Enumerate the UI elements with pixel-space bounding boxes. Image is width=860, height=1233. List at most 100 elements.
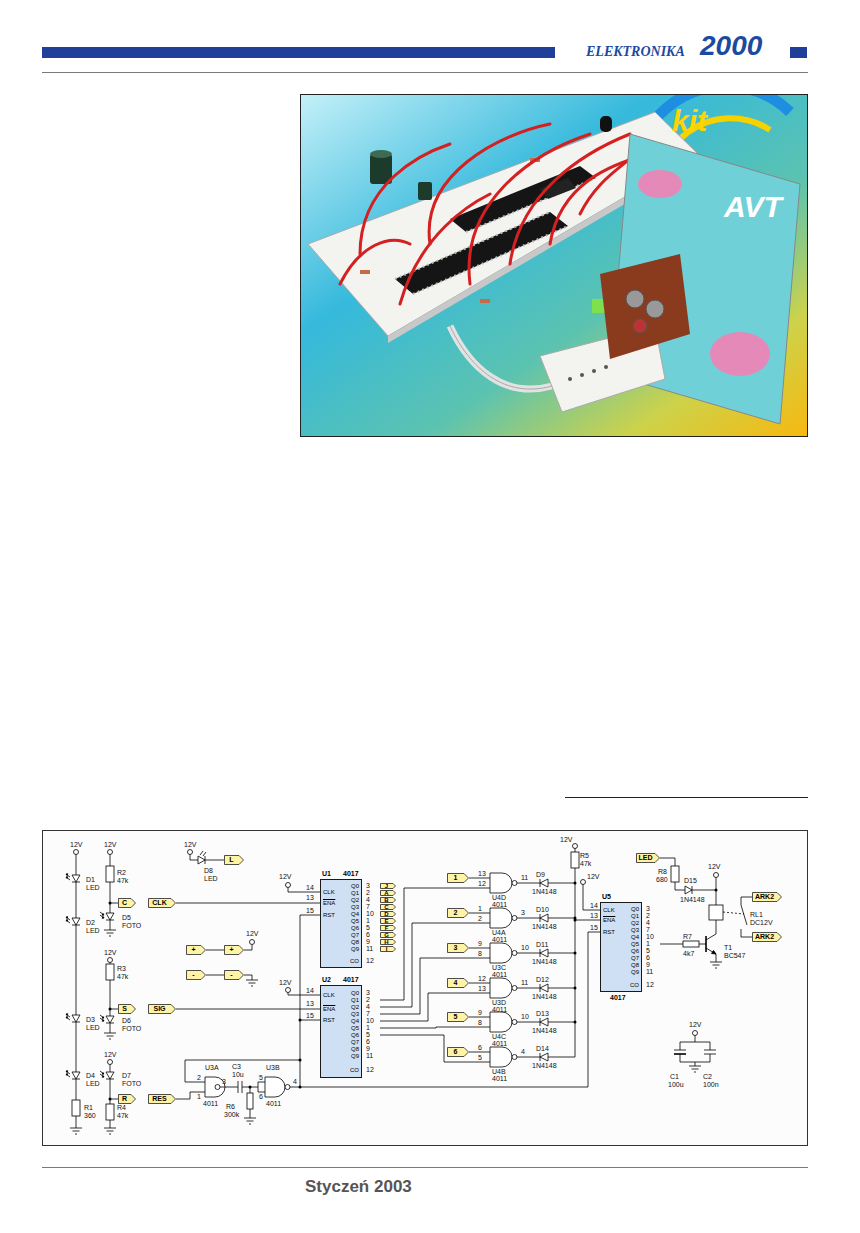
drawn-rect <box>600 116 612 132</box>
ic-package: U54017CLKENARSTQ0Q1Q2Q3Q4Q5Q6Q7Q8Q9CO <box>600 902 642 992</box>
drawn-circle <box>574 1021 577 1024</box>
drawn-circle <box>512 881 517 886</box>
part-label: BC547 <box>724 952 745 959</box>
drawn-polyline <box>706 920 716 940</box>
drawn-line <box>110 1023 111 1033</box>
part-label: 3 <box>366 882 370 889</box>
part-label: D7 <box>122 1072 131 1079</box>
drawn-line <box>548 883 575 884</box>
pin-name: Q7 <box>351 1039 359 1046</box>
tag-shape <box>448 909 469 918</box>
drawn-circle <box>574 882 577 885</box>
tag-shape <box>149 1095 176 1104</box>
drawn-use <box>66 874 80 882</box>
part-label: 5 <box>259 1074 263 1081</box>
tag-outline <box>118 1004 136 1014</box>
tag-text: E <box>384 918 388 924</box>
drawn-path <box>510 134 630 264</box>
drawn-use <box>100 912 114 920</box>
part-label: 4 <box>646 919 650 926</box>
signal-tag: 1 <box>447 873 469 883</box>
drawn-line <box>540 949 541 957</box>
tag-text: + <box>191 945 195 955</box>
tag-shape <box>225 946 244 955</box>
signal-tag: D <box>380 911 396 917</box>
part-label: 6 <box>646 954 650 961</box>
tag-shape <box>225 971 244 980</box>
drawn-path <box>429 124 550 244</box>
kit-photo <box>300 94 808 437</box>
part-label: LED <box>86 884 100 891</box>
part-label: 9 <box>366 1045 370 1052</box>
drawn-ellipse <box>638 170 682 198</box>
issue-date: Styczeń 2003 <box>305 1178 412 1195</box>
drawn-line <box>250 1109 251 1118</box>
header-rule <box>42 72 808 73</box>
part-label: D5 <box>122 914 131 921</box>
drawn-line <box>540 1018 541 1026</box>
drawn-circle <box>512 1055 517 1060</box>
tag-shape <box>381 891 396 896</box>
tag-outline <box>447 978 469 988</box>
drawn-circle <box>512 986 517 991</box>
signal-tag: - <box>186 970 206 980</box>
pin-name: Q3 <box>631 927 639 934</box>
part-label: 3 <box>521 909 525 916</box>
drawn-circle <box>574 987 577 990</box>
drawn-path <box>490 978 512 998</box>
tag-outline <box>447 1047 469 1057</box>
tag-text: - <box>192 970 194 980</box>
part-label: 10 <box>646 933 654 940</box>
drawn-polygon <box>712 951 717 955</box>
tag-text: 5 <box>454 1012 458 1022</box>
pin-name: Q4 <box>351 1018 359 1025</box>
footer-rule <box>42 1167 808 1168</box>
pin-name: Q5 <box>351 918 359 925</box>
logo-text: ELEKTRONIKA <box>586 45 685 59</box>
part-label: 14 <box>306 987 314 994</box>
drawn-circle <box>633 319 647 333</box>
part-label: DC12V <box>750 919 773 926</box>
part-label: 9 <box>478 940 482 947</box>
pin-name: RST <box>323 1017 335 1024</box>
signal-tag: I <box>380 946 396 952</box>
signal-tag: - <box>224 970 244 980</box>
drawn-use <box>70 1128 82 1134</box>
part-label: 3 <box>646 905 650 912</box>
signal-tag: LED <box>636 853 660 863</box>
part-label: 1N4148 <box>532 923 557 930</box>
part-label: FOTO <box>122 1025 141 1032</box>
part-label: 6 <box>259 1093 263 1100</box>
drawn-path <box>490 908 512 928</box>
part-label: R3 <box>117 965 126 972</box>
part-label: 12V <box>708 863 720 870</box>
drawn-use <box>104 1128 116 1134</box>
signal-wire <box>176 903 320 904</box>
part-label: 9 <box>366 938 370 945</box>
tag-text: ARK2 <box>755 932 774 942</box>
part-label: 9 <box>478 1009 482 1016</box>
drawn-polyline <box>675 882 685 890</box>
part-label: 14 <box>306 884 314 891</box>
drawn-line <box>395 212 550 279</box>
drawn-polyline <box>244 945 252 951</box>
drawn-rect <box>106 866 114 882</box>
pin-name: Q9 <box>351 1053 359 1060</box>
pin-name: Q8 <box>351 1046 359 1053</box>
part-label: U4B <box>492 1068 506 1075</box>
drawn-use <box>66 1014 80 1022</box>
drawn-line <box>185 1082 205 1083</box>
drawn-line <box>413 226 568 294</box>
part-label: 5 <box>366 924 370 931</box>
part-label: 47k <box>117 973 128 980</box>
tag-text: C <box>122 898 127 908</box>
drawn-line <box>110 855 111 867</box>
drawn-line <box>76 882 77 918</box>
drawn-rect <box>360 270 370 274</box>
drawn-line <box>540 879 541 887</box>
tag-text: R <box>122 1094 127 1104</box>
part-label: 10 <box>521 1013 529 1020</box>
drawn-rect <box>418 182 432 200</box>
tag-shape <box>119 1095 136 1104</box>
